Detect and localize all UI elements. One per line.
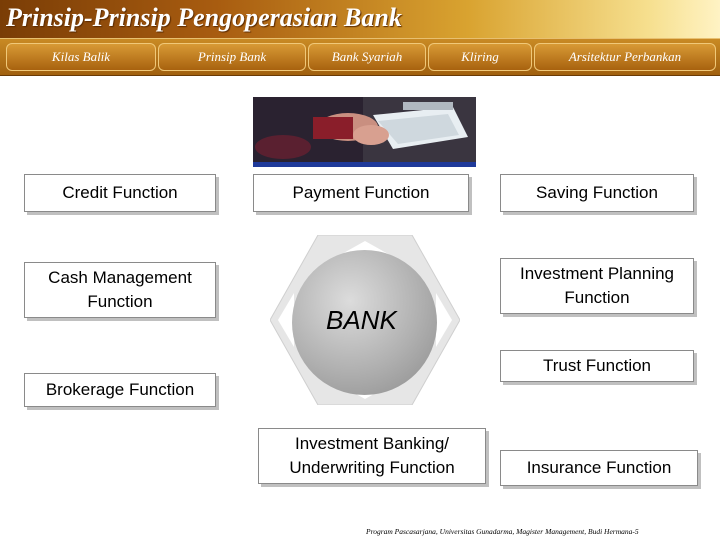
cash-management-function-box: Cash Management Function — [24, 262, 216, 318]
insurance-function-box: Insurance Function — [500, 450, 698, 486]
photo-illustration — [253, 97, 476, 167]
payment-function-box: Payment Function — [253, 174, 469, 212]
page-title: Prinsip-Prinsip Pengoperasian Bank — [6, 3, 402, 32]
credit-function-box: Credit Function — [24, 174, 216, 212]
tab-kilas-balik[interactable]: Kilas Balik — [6, 43, 156, 71]
nav-bar: Kilas Balik Prinsip Bank Bank Syariah Kl… — [0, 38, 720, 76]
bank-center-label: BANK — [326, 305, 397, 335]
photo-strip — [253, 162, 476, 167]
tab-prinsip-bank[interactable]: Prinsip Bank — [158, 43, 306, 71]
tab-bank-syariah[interactable]: Bank Syariah — [308, 43, 426, 71]
banking-photo — [253, 97, 476, 167]
tab-kliring[interactable]: Kliring — [428, 43, 532, 71]
title-bar: Prinsip-Prinsip Pengoperasian Bank — [0, 0, 720, 38]
footer-credit: Program Pascasarjana, Universitas Gunada… — [366, 527, 639, 536]
tab-arsitektur-perbankan[interactable]: Arsitektur Perbankan — [534, 43, 716, 71]
investment-banking-function-box: Investment Banking/ Underwriting Functio… — [258, 428, 486, 484]
brokerage-function-box: Brokerage Function — [24, 373, 216, 407]
bank-center-circle — [292, 250, 437, 395]
trust-function-box: Trust Function — [500, 350, 694, 382]
saving-function-box: Saving Function — [500, 174, 694, 212]
investment-planning-function-box: Investment Planning Function — [500, 258, 694, 314]
